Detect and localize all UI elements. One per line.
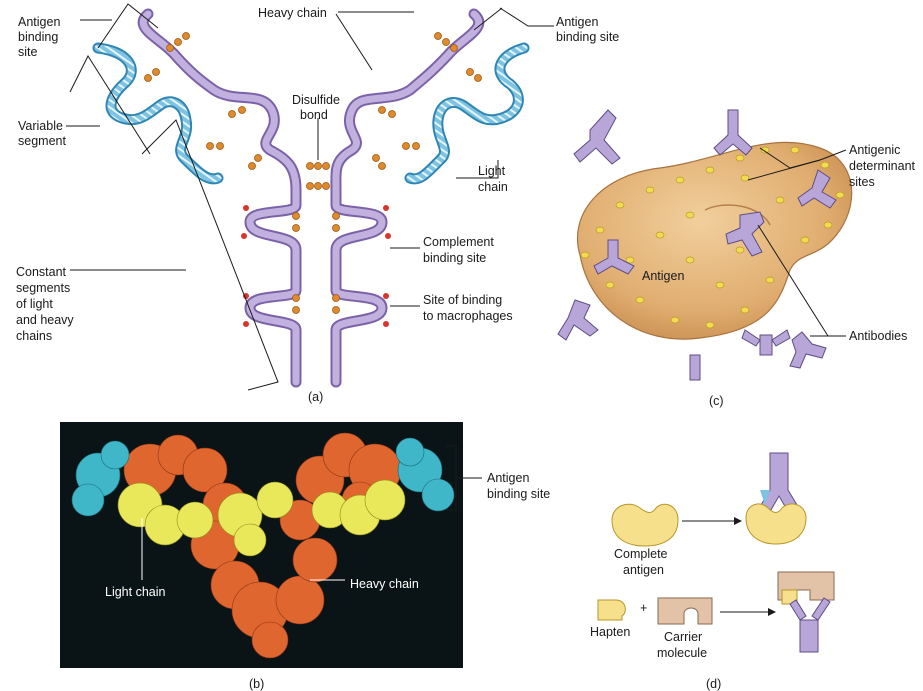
label-antigen-binding-site-left: Antigen binding site [18, 15, 60, 59]
svg-text:Light: Light [478, 164, 506, 178]
panel-c-label: (c) [709, 394, 724, 408]
antibody-molecules [557, 109, 837, 381]
svg-text:Antigen: Antigen [556, 15, 598, 29]
svg-text:determinant: determinant [849, 159, 916, 173]
label-heavy-chain: Heavy chain [258, 6, 327, 20]
heavy-chain-left [137, 8, 302, 388]
label-light-chain: Light chain [478, 164, 508, 194]
svg-text:Antigen: Antigen [487, 471, 529, 485]
svg-text:binding: binding [18, 30, 58, 44]
label-hapten: Hapten [590, 625, 630, 639]
antigenic-determinant-sites [580, 146, 845, 329]
svg-text:Complement: Complement [423, 235, 494, 249]
label-disulfide-bond: Disulfide bond [292, 93, 340, 122]
label-antigen: Antigen [642, 269, 684, 283]
svg-text:segment: segment [18, 134, 66, 148]
svg-text:binding site: binding site [487, 487, 550, 501]
svg-text:sites: sites [849, 175, 875, 189]
svg-text:of light: of light [16, 297, 53, 311]
panel-a-leaders [66, 3, 554, 391]
label-complete-antigen: Complete antigen [614, 547, 668, 577]
label-model-heavy-chain: Heavy chain [350, 577, 419, 591]
panel-b-leaders [141, 445, 482, 581]
svg-text:Disulfide: Disulfide [292, 93, 340, 107]
label-antigen-binding-site-right: Antigen binding site [556, 15, 619, 44]
plus-sign: + [640, 601, 647, 615]
svg-text:antigen: antigen [623, 563, 664, 577]
svg-text:chain: chain [478, 180, 508, 194]
label-antigenic-determinant-sites: Antigenic determinant sites [849, 143, 916, 189]
carrier-molecule-shape [657, 597, 713, 625]
svg-text:Variable: Variable [18, 119, 63, 133]
label-site-of-binding-macrophages: Site of binding to macrophages [423, 293, 513, 323]
panel-b-molecular-model: Antigen binding site Light chain Heavy c… [60, 422, 550, 691]
panel-b-label: (b) [249, 677, 264, 691]
panel-d-antigen-types: + Complete antigen Hapten Carrier molecu… [590, 452, 835, 691]
label-model-antigen-binding-site: Antigen binding site [487, 471, 550, 501]
svg-text:Constant: Constant [16, 265, 67, 279]
svg-text:binding site: binding site [556, 30, 619, 44]
svg-text:chains: chains [16, 329, 52, 343]
complete-antigen-shape [611, 503, 679, 547]
model-antigen-site [71, 437, 455, 517]
svg-text:Antigen: Antigen [18, 15, 60, 29]
label-constant-segments: Constant segments of light and heavy cha… [16, 265, 74, 343]
panel-a-antibody-diagram: Antigen binding site Heavy chain Antigen… [16, 3, 619, 404]
svg-text:Antigenic: Antigenic [849, 143, 900, 157]
svg-text:bond: bond [300, 108, 328, 122]
svg-text:and heavy: and heavy [16, 313, 74, 327]
svg-text:Carrier: Carrier [664, 630, 702, 644]
svg-text:site: site [18, 45, 38, 59]
svg-text:Complete: Complete [614, 547, 668, 561]
svg-text:binding site: binding site [423, 251, 486, 265]
svg-text:molecule: molecule [657, 646, 707, 660]
model-light-chain [117, 479, 406, 557]
panel-a-label: (a) [308, 390, 323, 404]
disulfide-bonds [144, 32, 482, 314]
label-model-light-chain: Light chain [105, 585, 166, 599]
hapten-shape [597, 599, 626, 621]
label-complement-binding-site: Complement binding site [423, 235, 494, 265]
antibody-bound-complete [745, 452, 807, 545]
svg-text:to macrophages: to macrophages [423, 309, 513, 323]
panel-d-label: (d) [706, 677, 721, 691]
svg-text:Site of binding: Site of binding [423, 293, 502, 307]
label-antibodies: Antibodies [849, 329, 907, 343]
carbohydrate-sites [241, 205, 391, 327]
label-carrier-molecule: Carrier molecule [657, 630, 707, 660]
panel-c-antigen-antibodies: Antigenic determinant sites Antigen Anti… [557, 109, 916, 408]
heavy-chain-right [330, 8, 485, 388]
label-variable-segment: Variable segment [18, 119, 66, 148]
antibody-bound-hapten [777, 571, 835, 653]
svg-text:segments: segments [16, 281, 70, 295]
antigen-body [576, 141, 853, 340]
panel-c-leaders [747, 147, 847, 337]
